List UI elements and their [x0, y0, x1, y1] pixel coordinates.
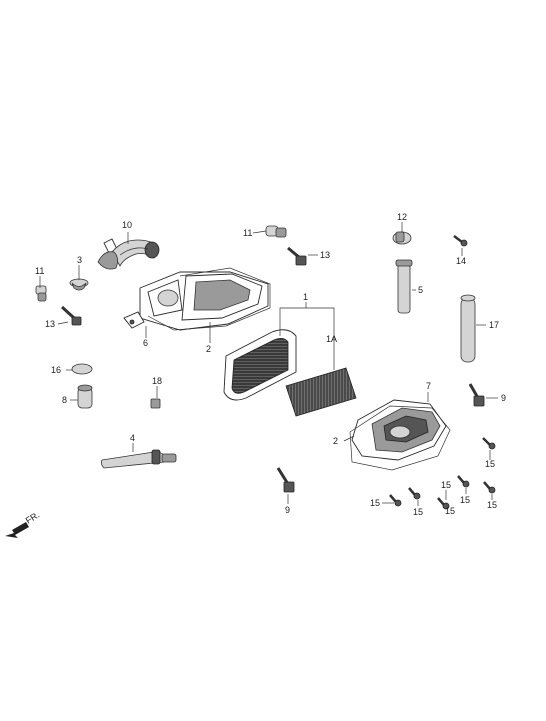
bolt-left-part: [60, 305, 82, 326]
front-direction-indicator: FR.: [5, 510, 41, 538]
callout-10: 10: [122, 220, 132, 230]
callout-7: 7: [426, 381, 431, 391]
bolt-top-part: [287, 246, 307, 266]
callout-12: 12: [397, 212, 407, 222]
band-part: [71, 363, 93, 375]
drain-tube-part: [395, 259, 413, 314]
callout-17: 17: [489, 320, 499, 330]
callout-15-d: 15: [441, 480, 451, 490]
clip-part: [392, 231, 412, 245]
callout-15-f: 15: [370, 498, 380, 508]
callout-15-c: 15: [487, 500, 497, 510]
callout-15-a: 15: [485, 459, 495, 469]
air-cleaner-case-part: [123, 271, 269, 331]
screw-14-part: [453, 235, 468, 247]
gasket-lower-part: [349, 405, 451, 471]
gasket-upper-part: [147, 267, 271, 331]
front-arrow-icon: [5, 522, 29, 538]
drain-hose-part: [100, 449, 177, 469]
callout-13-left: 13: [45, 319, 55, 329]
callout-9-bottom: 9: [285, 505, 290, 515]
bolt-9-bottom-part: [276, 467, 295, 493]
callout-5: 5: [418, 285, 423, 295]
bolt-9-right-part: [468, 383, 485, 407]
callout-9-right: 9: [501, 393, 506, 403]
callout-6: 6: [143, 338, 148, 348]
callout-15-e: 15: [413, 507, 423, 517]
screw-15-part: [389, 437, 496, 510]
front-direction-label: FR.: [24, 510, 42, 526]
callout-11-left: 11: [35, 266, 44, 276]
callout-15-g: 15: [445, 506, 455, 516]
callout-3: 3: [77, 255, 82, 265]
callout-1: 1: [303, 292, 308, 302]
callout-16: 16: [51, 365, 61, 375]
leader-lines: [39, 222, 498, 506]
callout-14: 14: [456, 256, 466, 266]
callout-8: 8: [62, 395, 67, 405]
plug-left-part: [35, 285, 47, 302]
callout-11-top: 11: [243, 228, 252, 238]
callout-2-upper: 2: [206, 344, 211, 354]
callout-13-top: 13: [320, 250, 330, 260]
nut-part: [150, 398, 161, 409]
intake-duct-part: [97, 238, 160, 270]
callout-labels: 1 1A 2 2 3 4 5 6 7 8 9 9 10 11 11 12 13 …: [35, 212, 506, 517]
plug-top-part: [265, 225, 287, 238]
filter-sponge-part: [285, 367, 357, 417]
air-cleaner-cover-part: [351, 399, 447, 461]
callout-1a: 1A: [326, 334, 337, 344]
air-filter-part: [223, 329, 297, 401]
callout-18: 18: [152, 376, 162, 386]
callout-4: 4: [130, 433, 135, 443]
tube-17-part: [460, 294, 476, 363]
callout-2-lower: 2: [333, 436, 338, 446]
cap-part: [69, 278, 89, 291]
callout-15-b: 15: [460, 495, 470, 505]
sleeve-part: [77, 384, 93, 409]
